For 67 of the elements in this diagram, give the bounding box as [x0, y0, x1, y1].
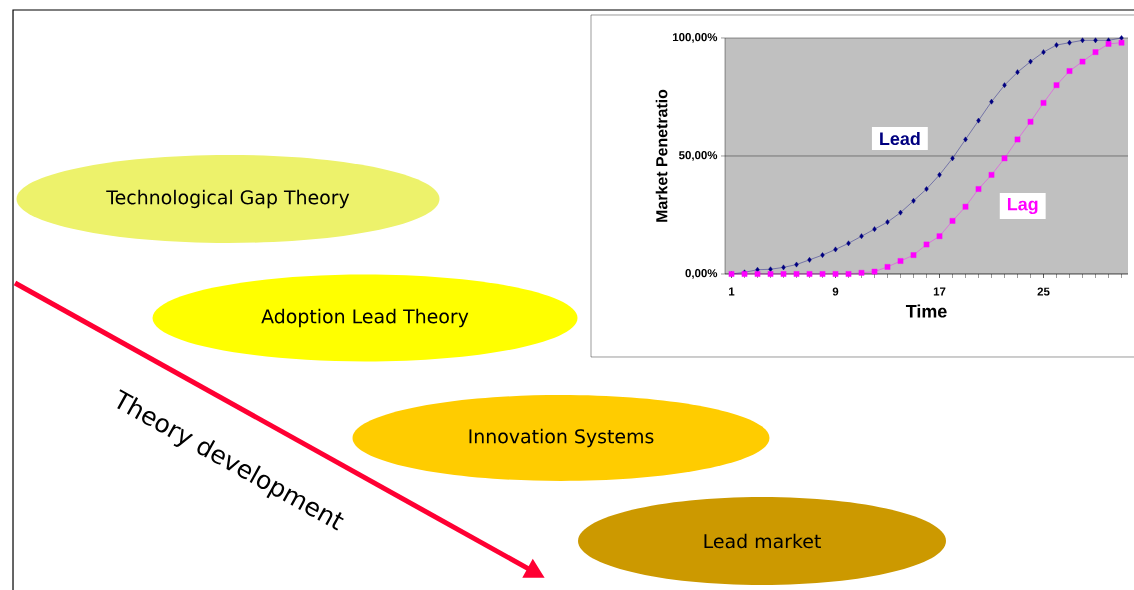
point — [1027, 118, 1034, 125]
point — [924, 186, 929, 192]
point — [884, 264, 891, 270]
point — [936, 233, 943, 240]
x-tick-label: 25 — [1037, 287, 1050, 296]
point — [754, 271, 761, 277]
point — [897, 258, 904, 264]
point — [1028, 58, 1033, 65]
point — [1119, 35, 1124, 41]
point — [1041, 49, 1046, 55]
point — [1053, 82, 1060, 88]
point — [806, 271, 813, 277]
point — [988, 172, 995, 178]
point — [911, 198, 916, 204]
x-tick-label: 9 — [832, 287, 839, 296]
point — [820, 252, 825, 258]
point — [1002, 82, 1007, 88]
point — [858, 270, 865, 276]
series-label: Lead — [880, 131, 920, 146]
series-label: Lag — [1007, 197, 1038, 215]
point — [885, 219, 890, 225]
point — [1054, 42, 1059, 48]
point — [845, 271, 852, 277]
point — [768, 266, 773, 273]
point — [1040, 100, 1047, 106]
point — [872, 226, 877, 232]
point — [1015, 69, 1020, 75]
point — [950, 155, 955, 162]
point — [962, 203, 969, 210]
y-tick-label: 50,00% — [678, 151, 718, 161]
point — [1014, 136, 1021, 143]
y-tick-label: 100,00% — [672, 33, 718, 43]
point — [846, 240, 851, 247]
point — [1001, 155, 1008, 162]
x-axis-title: Time — [905, 304, 947, 318]
x-tick-label: 1 — [729, 287, 735, 296]
point — [1118, 39, 1125, 46]
point — [1092, 49, 1099, 55]
point — [1079, 58, 1086, 65]
x-tick-label: 17 — [933, 287, 946, 296]
y-axis-title: Market Penetratio — [655, 89, 668, 222]
point — [859, 233, 864, 240]
point — [949, 218, 956, 224]
point — [976, 117, 981, 124]
point — [923, 241, 930, 248]
point — [898, 209, 903, 216]
point — [794, 261, 799, 268]
point — [781, 264, 786, 271]
point — [910, 252, 917, 258]
point — [937, 172, 942, 178]
point — [807, 257, 812, 263]
point — [1093, 37, 1098, 44]
point — [989, 98, 994, 105]
point — [767, 271, 774, 277]
y-tick-label: 0,00% — [685, 269, 718, 279]
point — [793, 271, 800, 277]
point — [871, 268, 878, 275]
point — [780, 271, 787, 277]
point — [1067, 39, 1072, 46]
point — [975, 186, 982, 192]
point — [819, 271, 826, 277]
point — [1105, 41, 1112, 47]
point — [963, 136, 968, 143]
point — [832, 271, 839, 277]
point — [833, 246, 838, 253]
point — [1066, 68, 1073, 74]
point — [1080, 37, 1085, 44]
